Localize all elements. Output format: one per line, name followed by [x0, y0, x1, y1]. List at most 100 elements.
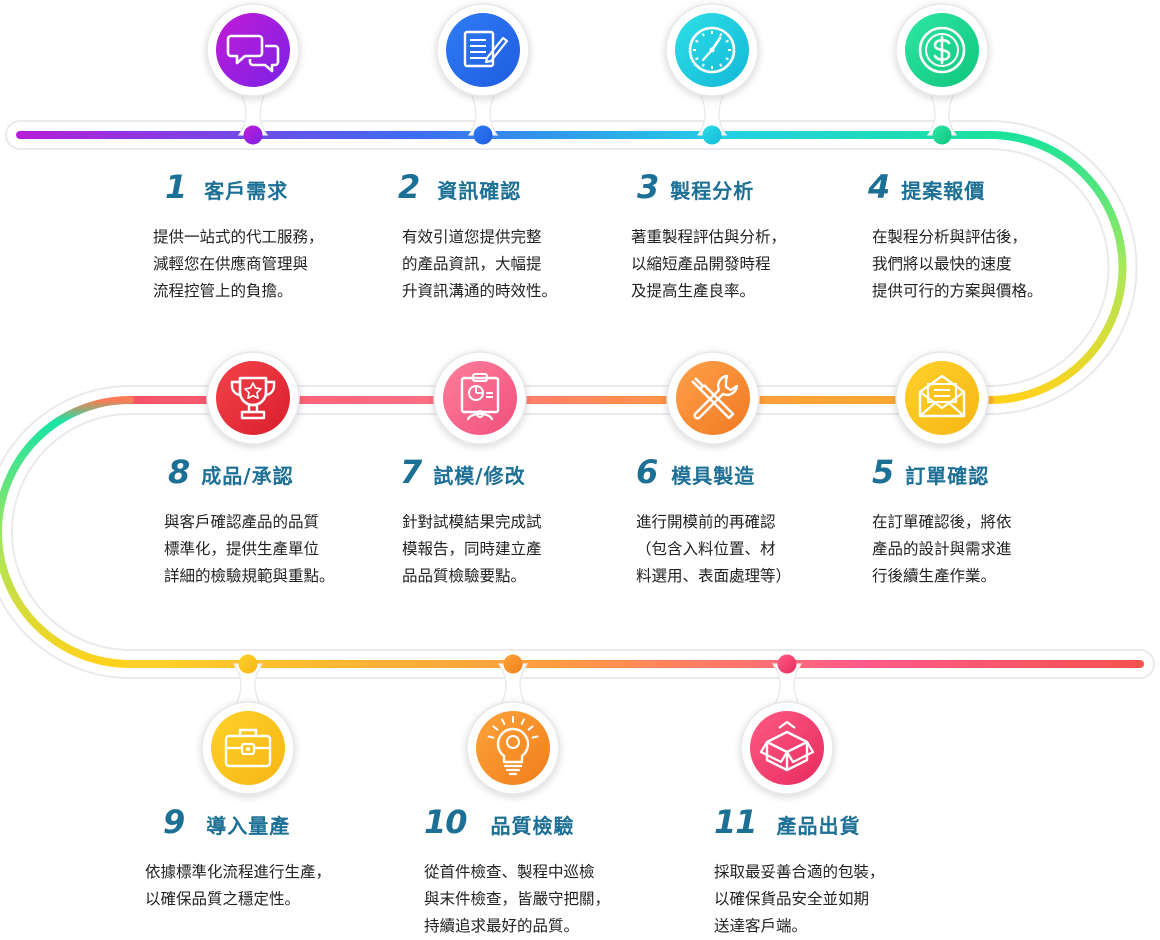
step-10-node [466, 654, 560, 795]
step-description-line: 品品質檢驗要點。 [402, 567, 527, 585]
step-description-line: 料選用、表面處理等） [636, 567, 792, 585]
step-description: 與客戶確認產品的品質 標準化，提供生產單位 詳細的檢驗規範與重點。 [164, 509, 408, 590]
dollar-coin-icon [918, 26, 966, 74]
step-description-line: 以確保貨品安全並如期 [714, 890, 870, 908]
step-description-line: 與客戶確認產品的品質 [164, 513, 320, 531]
step-description-line: 及提高生產良率。 [631, 282, 756, 300]
step-4: 4 提案報價 在製程分析與評估後， 我們將以最快的速度 提供可行的方案與價格。 [868, 168, 1108, 305]
step-description-line: 有效引道您提供完整 [402, 228, 542, 246]
icon-disc [750, 711, 824, 785]
step-title: 試模/修改 [433, 464, 526, 488]
step-number: 8 [168, 453, 190, 491]
step-description: 採取最妥善合適的包裝， 以確保貨品安全並如期 送達客戶端。 [714, 859, 954, 940]
track-dot [473, 125, 493, 145]
step-11: 11 產品出貨 採取最妥善合適的包裝， 以確保貨品安全並如期 送達客戶端。 [714, 803, 954, 940]
step-title: 製程分析 [670, 179, 755, 203]
step-description-line: 我們將以最快的速度 [872, 255, 1012, 273]
step-8-node [206, 351, 300, 445]
step-description: 依據標準化流程進行生產， 以確保品質之穩定性。 [145, 859, 403, 913]
step-2-node [436, 3, 530, 145]
step-description-line: 採取最妥善合適的包裝， [714, 863, 885, 881]
step-description-line: 針對試模結果完成試 [402, 513, 542, 531]
step-8: 8 成品/承認 與客戶確認產品的品質 標準化，提供生產單位 詳細的檢驗規範與重點。 [164, 453, 408, 590]
track-dot [777, 654, 797, 674]
step-number: 11 [714, 803, 758, 841]
step-description: 針對試模結果完成試 模報告，同時建立產 品品質檢驗要點。 [402, 509, 640, 590]
step-description: 在訂單確認後，將依 產品的設計與需求進 行後續生產作業。 [872, 509, 1112, 590]
step-description-line: （包含入料位置、材 [636, 540, 776, 558]
step-5-node [895, 351, 989, 445]
step-number: 7 [400, 453, 422, 491]
step-description-line: 產品的設計與需求進 [872, 540, 1012, 558]
track-lines [0, 120, 1155, 679]
step-number: 9 [163, 803, 185, 841]
trophy-icon [230, 376, 276, 420]
step-number: 3 [637, 168, 659, 206]
step-description-line: 提供可行的方案與價格。 [872, 282, 1043, 300]
step-6-node [666, 351, 760, 445]
step-3-node [665, 3, 759, 145]
document-pen-icon [463, 30, 509, 68]
report-chart-icon [460, 373, 500, 421]
step-description-line: 著重製程評估與分析， [631, 228, 787, 246]
icon-disc [905, 361, 979, 435]
icon-disc [676, 361, 750, 435]
step-1-node [206, 3, 300, 145]
track-dot [243, 125, 263, 145]
step-description: 提供一站式的代工服務， 減輕您在供應商管理與 流程控管上的負擔。 [153, 224, 405, 305]
step-description: 從首件檢查、製程中巡檢 與末件檢查，皆嚴守把關， 持續追求最好的品質。 [424, 859, 664, 940]
step-title: 訂單確認 [905, 464, 990, 488]
package-box-icon [759, 720, 815, 772]
step-number: 2 [398, 168, 420, 206]
chat-bubbles-icon [226, 34, 280, 73]
lightbulb-icon [487, 716, 539, 776]
track-dot [932, 125, 952, 145]
step-title: 成品/承認 [201, 464, 294, 488]
step-description: 在製程分析與評估後， 我們將以最快的速度 提供可行的方案與價格。 [872, 224, 1108, 305]
step-description-line: 從首件檢查、製程中巡檢 [424, 863, 595, 881]
step-description-line: 模報告，同時建立產 [402, 540, 542, 558]
briefcase-icon [224, 728, 272, 768]
track-dot [702, 125, 722, 145]
step-description-line: 持續追求最好的品質。 [424, 917, 580, 935]
step-description-line: 與末件檢查，皆嚴守把關， [424, 890, 611, 908]
step-description-line: 行後續生產作業。 [872, 567, 997, 585]
icon-disc [216, 361, 290, 435]
step-description-line: 詳細的檢驗規範與重點。 [164, 567, 335, 585]
step-11-node [740, 654, 834, 795]
step-9: 9 導入量產 依據標準化流程進行生產， 以確保品質之穩定性。 [145, 803, 403, 913]
step-description-line: 減輕您在供應商管理與 [153, 255, 309, 273]
step-description-line: 提供一站式的代工服務， [153, 228, 324, 246]
step-number: 1 [165, 168, 187, 206]
step-title: 模具製造 [671, 464, 756, 488]
step-description: 著重製程評估與分析， 以縮短產品開發時程 及提高生產良率。 [631, 224, 877, 305]
step-number: 6 [636, 453, 658, 491]
step-title: 提案報價 [901, 179, 986, 203]
step-title: 產品出貨 [776, 814, 861, 838]
step-description-line: 依據標準化流程進行生產， [145, 863, 332, 881]
track-dot [503, 654, 523, 674]
step-title: 導入量產 [206, 814, 291, 838]
step-description-line: 在製程分析與評估後， [872, 228, 1028, 246]
step-description-line: 以確保品質之穩定性。 [145, 890, 301, 908]
step-description-line: 在訂單確認後，將依 [872, 513, 1012, 531]
step-3: 3 製程分析 著重製程評估與分析， 以縮短產品開發時程 及提高生產良率。 [631, 168, 877, 305]
step-number: 4 [868, 168, 890, 206]
step-title: 資訊確認 [437, 179, 522, 203]
step-description-line: 以縮短產品開發時程 [631, 255, 771, 273]
clock-icon [688, 26, 736, 74]
track-dot [238, 654, 258, 674]
tools-icon [691, 374, 739, 420]
step-title: 品質檢驗 [490, 814, 575, 838]
step-description-line: 標準化，提供生產單位 [164, 540, 320, 558]
envelope-icon [918, 374, 966, 418]
step-7: 7 試模/修改 針對試模結果完成試 模報告，同時建立產 品品質檢驗要點。 [400, 453, 640, 590]
icon-disc [446, 13, 520, 87]
